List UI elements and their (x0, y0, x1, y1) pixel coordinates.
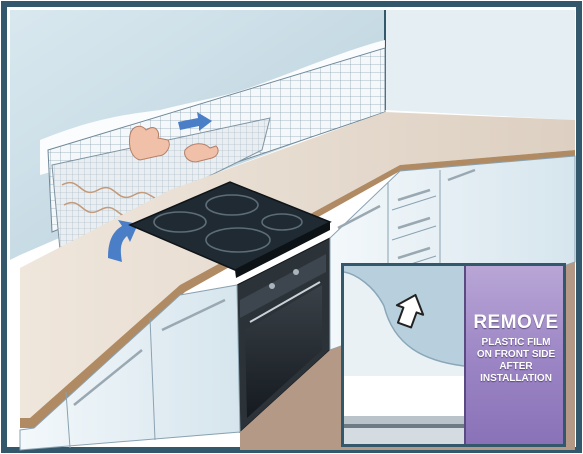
callout-line: ON FRONT SIDE (470, 349, 562, 361)
callout-line: INSTALLATION (470, 373, 562, 385)
callout-title: REMOVE (466, 312, 566, 334)
callout-text-panel: REMOVE PLASTIC FILM ON FRONT SIDE AFTER … (464, 266, 566, 444)
callout-instructions: PLASTIC FILM ON FRONT SIDE AFTER INSTALL… (466, 337, 566, 385)
callout-panel: REMOVE PLASTIC FILM ON FRONT SIDE AFTER … (341, 263, 566, 447)
callout-line: AFTER (470, 361, 562, 373)
callout-line: PLASTIC FILM (470, 337, 562, 349)
side-wall (385, 10, 575, 120)
